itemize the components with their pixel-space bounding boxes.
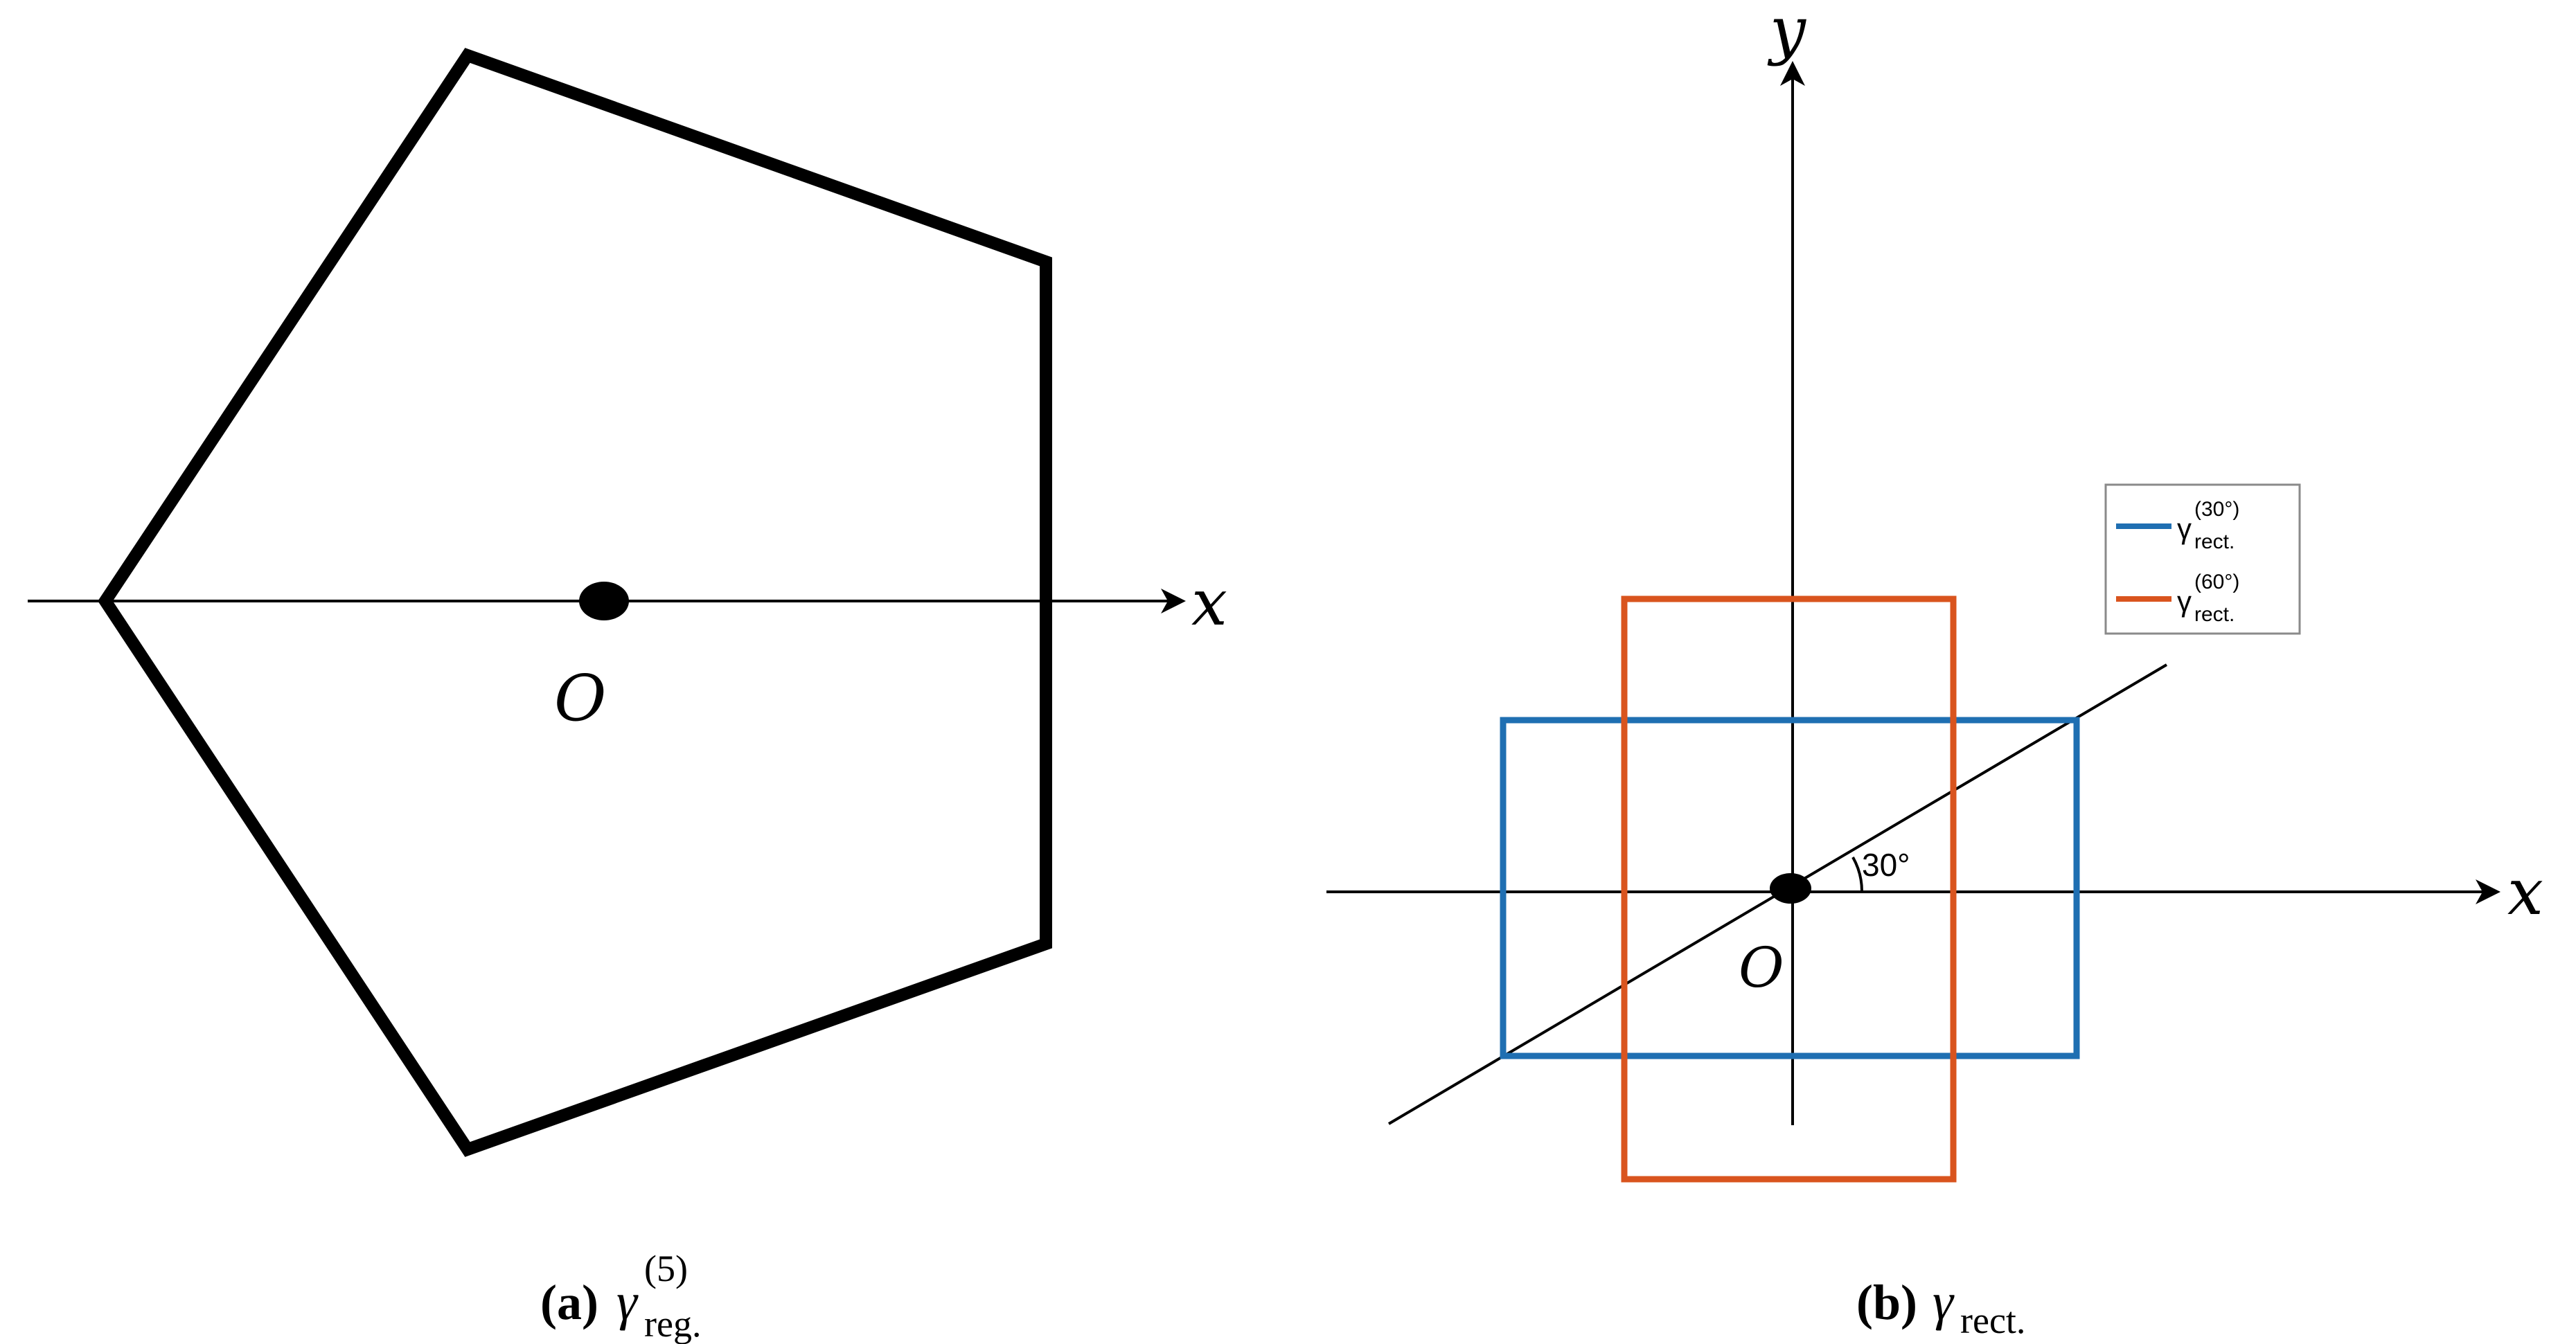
legend-superscript-60deg: (60°) (2194, 571, 2239, 593)
panel-b-origin-label: O (1739, 935, 1784, 1000)
legend-subscript-30deg: rect. (2194, 530, 2235, 553)
panel-a-origin-point (579, 582, 629, 620)
panel-a-caption-symbol: γ (616, 1273, 639, 1331)
panel-b-caption-tag: (b) (1856, 1275, 1917, 1330)
panel-b-x-axis-arrowhead (2476, 879, 2501, 904)
legend: γ (30°) rect. γ (60°) rect. (2104, 483, 2301, 635)
angle-arc (1851, 857, 1864, 893)
panel-a-caption-subscript: reg. (644, 1303, 701, 1344)
panel-b-y-axis-label: y (1767, 0, 1806, 67)
panel-b-x-axis-label: x (2507, 855, 2543, 929)
panel-b-caption-subscript: rect. (1960, 1300, 2025, 1341)
panel-b-origin-point (1770, 873, 1811, 904)
legend-symbol-30deg: γ (2177, 512, 2192, 545)
rect-60deg (1621, 595, 1957, 1183)
panel-a-origin-label: O (554, 661, 606, 735)
panel-a-caption-tag: (a) (540, 1275, 598, 1330)
legend-symbol-60deg: γ (2177, 585, 2192, 618)
rect-30deg (1500, 717, 2080, 1059)
panel-b-y-axis-arrowhead (1780, 61, 1805, 86)
legend-subscript-60deg: rect. (2194, 603, 2235, 626)
legend-box (2104, 483, 2301, 635)
panel-a: x O (28, 48, 1227, 1157)
pentagon (98, 48, 1052, 1157)
legend-superscript-30deg: (30°) (2194, 498, 2239, 521)
panel-b-caption: (b) γ rect. (1856, 1273, 2025, 1341)
panel-a-x-axis-arrowhead (1161, 589, 1186, 613)
panel-b-caption-symbol: γ (1933, 1273, 1955, 1331)
panel-a-x-axis-label: x (1191, 566, 1227, 640)
angle-label: 30° (1862, 847, 1910, 883)
panel-b: y x 30° O γ (30°) rect. γ (60°) rect. (1326, 0, 2543, 1183)
panel-a-caption: (a) γ (5) reg. (540, 1248, 701, 1344)
panel-a-caption-superscript: (5) (644, 1248, 688, 1289)
